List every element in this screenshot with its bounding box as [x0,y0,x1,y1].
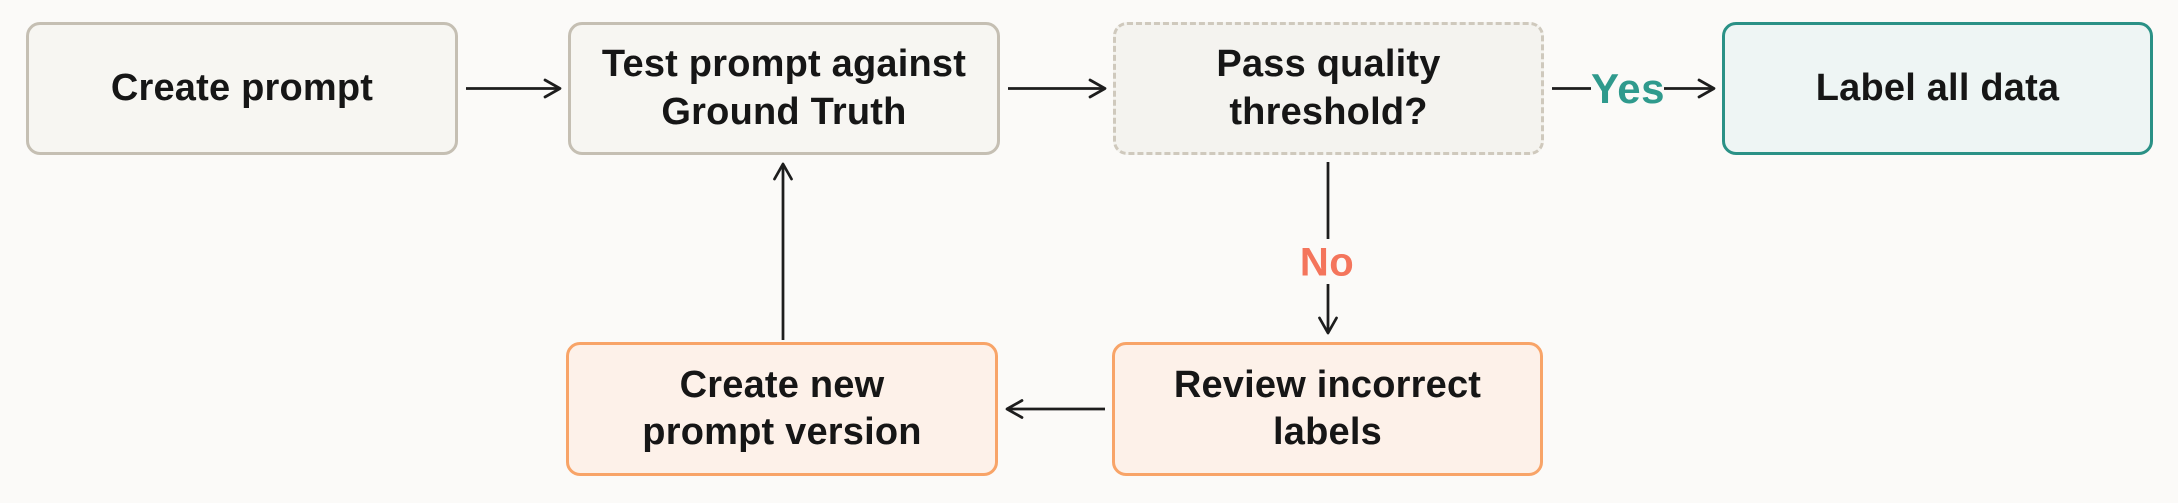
edge-label-no: No [1299,240,1355,285]
node-create-new-prompt-version-label: Create new prompt version [642,363,922,453]
node-create-prompt: Create prompt [26,22,458,155]
edge-label-yes: Yes [1591,65,1665,112]
node-create-prompt-label: Create prompt [110,66,374,109]
node-label-all-data-label: Label all data [1815,66,2060,109]
node-create-new-prompt-version: Create new prompt version [566,342,998,476]
node-pass-quality-threshold: Pass quality threshold? [1113,22,1544,155]
node-test-prompt-label: Test prompt against Ground Truth [601,43,967,133]
node-review-incorrect-labels: Review incorrect labels [1112,342,1543,476]
node-test-prompt: Test prompt against Ground Truth [568,22,1000,155]
node-label-all-data: Label all data [1722,22,2153,155]
node-review-incorrect-labels-label: Review incorrect labels [1173,363,1482,453]
node-pass-quality-threshold-label: Pass quality threshold? [1216,43,1441,133]
